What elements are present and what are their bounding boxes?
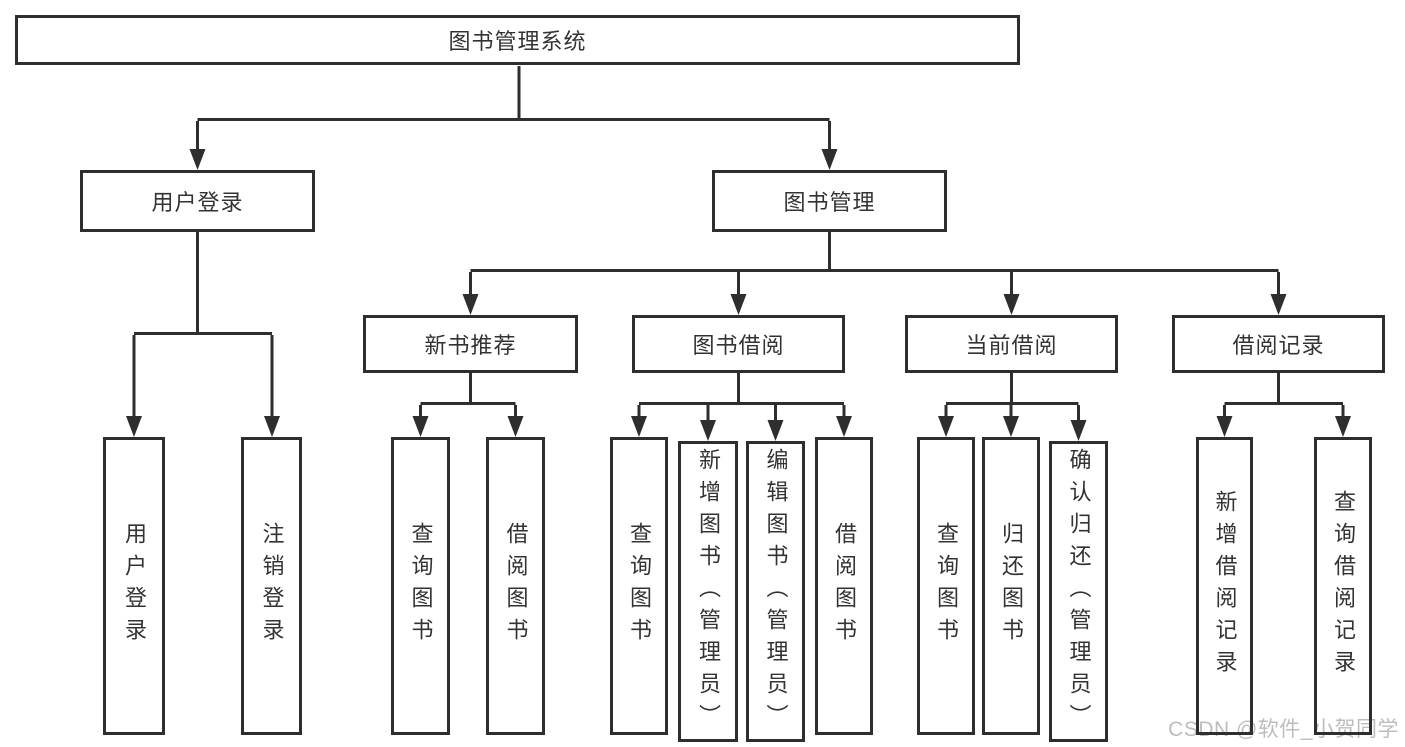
node-label: 用户登录 [151,190,244,215]
leaf-query-books-2: 查询图书 [610,437,668,735]
leaf-label: 新增图书（管理员） [696,447,721,736]
leaf-label: 借阅图书 [832,522,857,650]
leaf-add-borrow-record: 新增借阅记录 [1196,437,1253,735]
leaf-user-login: 用户登录 [103,437,165,735]
connector-user-login-to-leaves [126,232,280,437]
leaf-borrow-books-1: 借阅图书 [486,437,545,735]
connector-book-management-to-level3 [462,232,1287,315]
leaf-label: 查询借阅记录 [1331,490,1356,682]
leaf-query-books-1: 查询图书 [391,437,450,735]
leaf-label: 查询图书 [408,522,434,650]
connector-borrow-records-to-leaves [1216,373,1351,437]
node-label: 图书管理系统 [448,29,587,54]
leaf-logout: 注销登录 [241,437,302,735]
leaf-borrow-books-2: 借阅图书 [815,437,873,735]
connector-book-borrow-to-leaves [631,373,852,441]
node-root: 图书管理系统 [15,15,1020,65]
leaf-query-books-3: 查询图书 [917,437,975,735]
leaf-query-borrow-record: 查询借阅记录 [1314,437,1372,735]
node-label: 借阅记录 [1232,333,1325,358]
csdn-watermark: CSDN @软件_小贺同学 [1168,718,1399,741]
node-label: 当前借阅 [965,333,1058,358]
leaf-label: 用户登录 [122,522,147,650]
leaf-confirm-return-admin: 确认归还（管理员） [1049,441,1108,742]
leaf-label: 查询图书 [934,522,959,650]
leaf-label: 确认归还（管理员） [1066,447,1092,736]
node-label: 图书管理 [783,190,876,215]
connector-root-to-level2 [189,66,838,170]
leaf-return-books: 归还图书 [982,437,1040,735]
leaf-label: 查询图书 [627,522,652,650]
node-borrow-records: 借阅记录 [1172,315,1385,373]
node-new-book-recommend: 新书推荐 [363,315,578,373]
node-label: 新书推荐 [424,333,517,358]
node-book-management: 图书管理 [712,170,947,232]
leaf-label: 归还图书 [999,522,1024,650]
node-user-login: 用户登录 [80,170,315,232]
leaf-edit-books-admin: 编辑图书（管理员） [746,441,805,742]
node-label: 图书借阅 [692,333,785,358]
leaf-label: 新增借阅记录 [1212,490,1238,682]
node-book-borrow: 图书借阅 [632,315,845,373]
leaf-label: 注销登录 [259,522,285,650]
connector-new-book-recommend-to-leaves [412,373,524,437]
leaf-label: 编辑图书（管理员） [763,447,789,736]
connector-current-borrow-to-leaves [938,373,1087,441]
leaf-add-books-admin: 新增图书（管理员） [678,441,738,742]
node-current-borrow: 当前借阅 [905,315,1118,373]
leaf-label: 借阅图书 [503,522,529,650]
